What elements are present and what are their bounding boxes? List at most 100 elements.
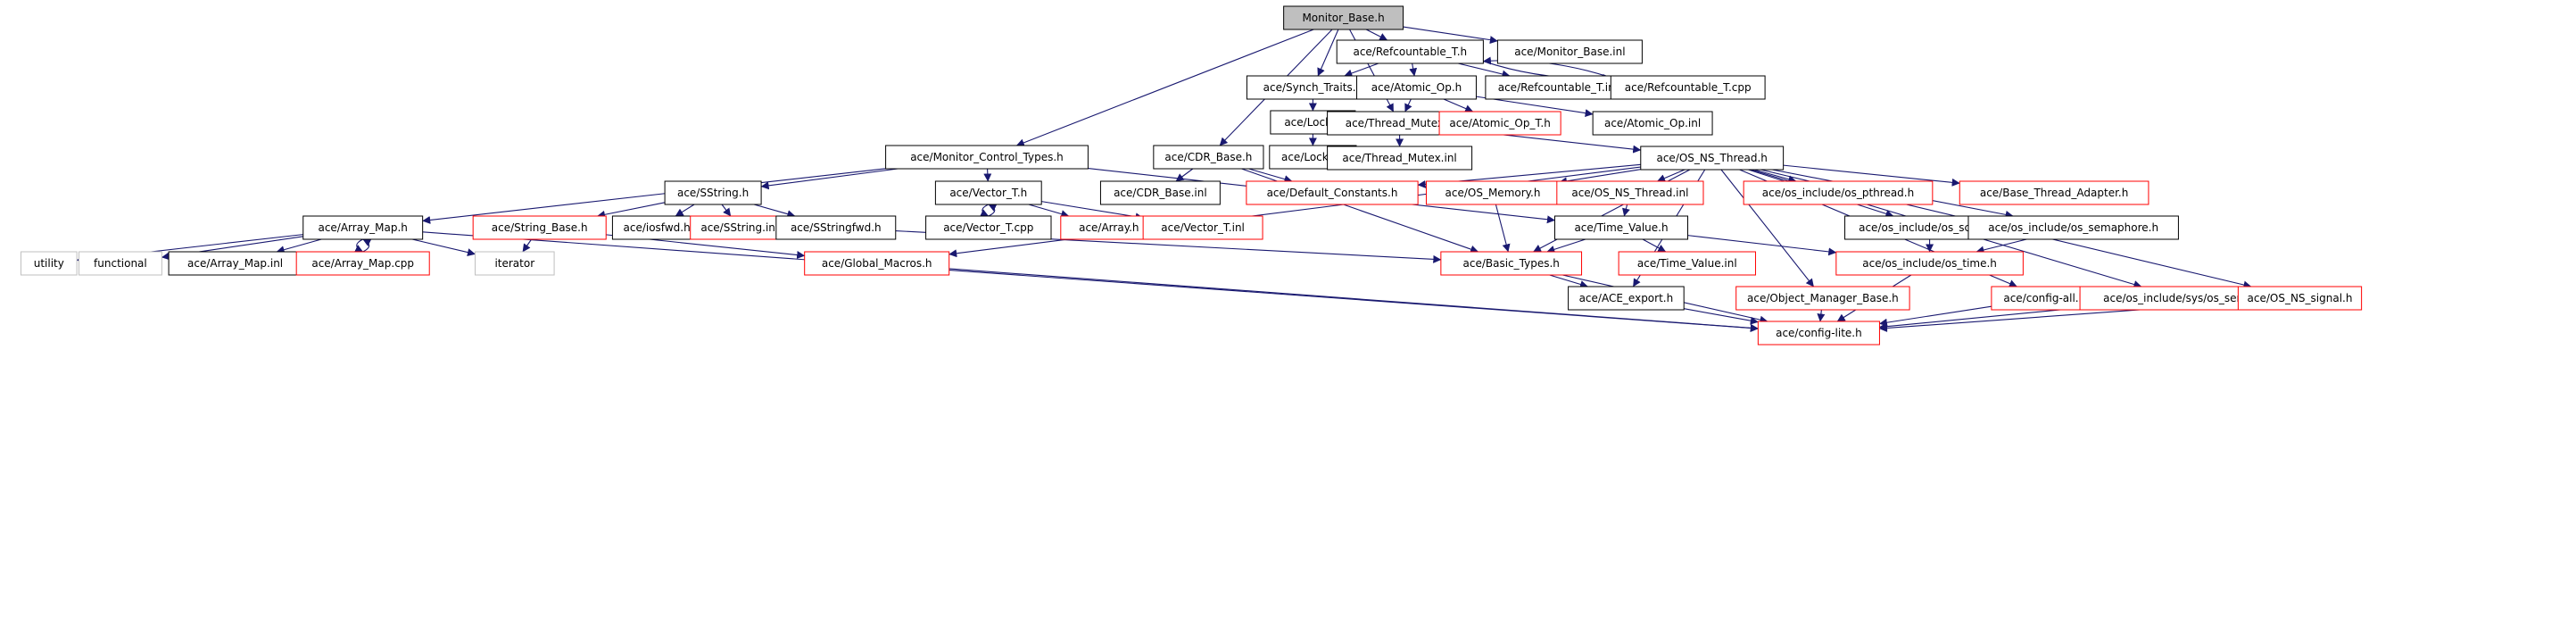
edge-basic_types-to-ace_export xyxy=(1549,274,1588,288)
node-os_ns_signal[interactable]: ace/OS_NS_signal.h xyxy=(2237,286,2363,311)
node-box xyxy=(611,215,702,240)
node-obj_mgr[interactable]: ace/Object_Manager_Base.h xyxy=(1735,286,1910,311)
edge-atomic_h-to-atomic_T xyxy=(1443,98,1474,112)
edge-global_macros-to-config_lite xyxy=(948,268,1759,332)
node-label: ace/OS_NS_Thread.h xyxy=(1656,152,1767,164)
node-box xyxy=(1959,180,2149,205)
node-default_const[interactable]: ace/Default_Constants.h xyxy=(1246,180,1419,205)
node-iterator: iterator xyxy=(475,251,555,276)
node-label: ace/os_include/sys/os_sem.h xyxy=(2103,292,2257,304)
node-cdr_inl[interactable]: ace/CDR_Base.inl xyxy=(1099,180,1221,205)
node-box xyxy=(1618,251,1756,276)
node-base_thread[interactable]: ace/Base_Thread_Adapter.h xyxy=(1959,180,2149,205)
edge-time_value-to-time_value_inl xyxy=(1642,238,1667,253)
node-vector_inl[interactable]: ace/Vector_T.inl xyxy=(1142,215,1263,240)
node-label: functional xyxy=(94,257,147,270)
node-label: ace/Thread_Mutex.h xyxy=(1346,117,1454,129)
node-os_semaphore[interactable]: ace/os_include/os_semaphore.h xyxy=(1967,215,2179,240)
node-label: ace/Array_Map.inl xyxy=(187,257,283,270)
node-string_base[interactable]: ace/String_Base.h xyxy=(472,215,607,240)
edge-ace_export-to-config_lite xyxy=(1684,308,1759,325)
edge-vector_cpp-to-vector_h xyxy=(988,204,998,217)
node-box xyxy=(1556,180,1704,205)
node-time_value[interactable]: ace/Time_Value.h xyxy=(1553,215,1689,240)
node-box xyxy=(925,215,1052,240)
node-array_map_h[interactable]: ace/Array_Map.h xyxy=(302,215,424,240)
node-sstring_inl[interactable]: ace/SString.inl xyxy=(690,215,790,240)
node-box xyxy=(1327,146,1473,171)
node-ace_export[interactable]: ace/ACE_export.h xyxy=(1568,286,1685,311)
node-label: ace/ACE_export.h xyxy=(1579,292,1674,304)
node-refT_cpp[interactable]: ace/Refcountable_T.cpp xyxy=(1610,75,1766,100)
node-global_macros[interactable]: ace/Global_Macros.h xyxy=(804,251,950,276)
node-thread_mutex_inl[interactable]: ace/Thread_Mutex.inl xyxy=(1327,146,1473,171)
node-label: ace/OS_Memory.h xyxy=(1445,187,1541,199)
node-box xyxy=(1553,215,1689,240)
node-box xyxy=(1356,75,1477,100)
node-os_time[interactable]: ace/os_include/os_time.h xyxy=(1835,251,2024,276)
node-vector_h[interactable]: ace/Vector_T.h xyxy=(934,180,1042,205)
node-array_map_inl[interactable]: ace/Array_Map.inl xyxy=(168,251,302,276)
node-label: ace/Base_Thread_Adapter.h xyxy=(1980,187,2128,199)
node-label: ace/Refcountable_T.inl xyxy=(1498,81,1618,94)
node-box xyxy=(295,251,430,276)
node-label: ace/os_include/os_semaphore.h xyxy=(1988,221,2158,234)
node-label: ace/Synch_Traits.h xyxy=(1263,81,1363,94)
node-label: ace/Monitor_Base.inl xyxy=(1514,46,1625,58)
node-label: ace/CDR_Base.h xyxy=(1164,151,1252,163)
node-box xyxy=(475,251,555,276)
node-box xyxy=(1640,146,1785,171)
node-cdr_h[interactable]: ace/CDR_Base.h xyxy=(1153,145,1264,170)
node-box xyxy=(302,215,424,240)
node-box xyxy=(1246,180,1419,205)
node-vector_cpp[interactable]: ace/Vector_T.cpp xyxy=(925,215,1052,240)
edge-layer xyxy=(76,26,2252,332)
node-box xyxy=(472,215,607,240)
node-label: utility xyxy=(34,257,64,270)
node-iosfwd[interactable]: ace/iosfwd.h xyxy=(611,215,702,240)
node-sstringfwd[interactable]: ace/SStringfwd.h xyxy=(775,215,897,240)
node-mct_h[interactable]: ace/Monitor_Control_Types.h xyxy=(885,145,1089,170)
node-array_h[interactable]: ace/Array.h xyxy=(1060,215,1158,240)
node-config_lite[interactable]: ace/config-lite.h xyxy=(1757,321,1880,346)
node-label: ace/iosfwd.h xyxy=(624,221,691,234)
node-functional: functional xyxy=(78,251,162,276)
node-box xyxy=(1440,251,1583,276)
node-atomic_T[interactable]: ace/Atomic_Op_T.h xyxy=(1438,111,1561,136)
node-label: ace/Default_Constants.h xyxy=(1267,187,1398,199)
edge-array_map_h-to-array_map_cpp xyxy=(354,238,364,253)
node-time_value_inl[interactable]: ace/Time_Value.inl xyxy=(1618,251,1756,276)
node-array_map_cpp[interactable]: ace/Array_Map.cpp xyxy=(295,251,430,276)
node-pthread[interactable]: ace/os_include/os_pthread.h xyxy=(1743,180,1934,205)
node-mon_inl[interactable]: ace/Monitor_Base.inl xyxy=(1496,39,1643,64)
node-label: ace/Object_Manager_Base.h xyxy=(1747,292,1899,304)
node-os_ns_thread_h[interactable]: ace/OS_NS_Thread.h xyxy=(1640,146,1785,171)
node-box xyxy=(1757,321,1880,346)
node-sstring_h[interactable]: ace/SString.h xyxy=(664,180,762,205)
edge-os_sem-to-config_lite xyxy=(1878,307,2081,331)
edge-mct_h-to-array_map_h xyxy=(422,168,886,224)
node-label: ace/config-lite.h xyxy=(1776,327,1862,339)
node-os_memory[interactable]: ace/OS_Memory.h xyxy=(1425,180,1561,205)
node-box xyxy=(1336,39,1484,64)
node-box xyxy=(804,251,950,276)
edge-root-to-mon_inl xyxy=(1403,26,1498,45)
edge-os_ns_thread_h-to-os_memory xyxy=(1559,169,1641,186)
edge-vector_h-to-array_h xyxy=(1028,204,1070,218)
node-label: ace/Atomic_Op.inl xyxy=(1604,117,1701,129)
edge-refT_h-to-refT_inl xyxy=(1457,62,1511,79)
node-atomic_h[interactable]: ace/Atomic_Op.h xyxy=(1356,75,1477,100)
node-refT_inl[interactable]: ace/Refcountable_T.inl xyxy=(1485,75,1631,100)
node-basic_types[interactable]: ace/Basic_Types.h xyxy=(1440,251,1583,276)
node-atomic_inl[interactable]: ace/Atomic_Op.inl xyxy=(1592,111,1713,136)
node-refT_h[interactable]: ace/Refcountable_T.h xyxy=(1336,39,1484,64)
edge-os_memory-to-basic_types xyxy=(1495,204,1511,253)
edge-os_ns_thread_h-to-pthread xyxy=(1753,169,1797,184)
node-utility: utility xyxy=(20,251,78,276)
node-label: ace/Vector_T.h xyxy=(949,187,1027,199)
node-os_ns_thread_inl[interactable]: ace/OS_NS_Thread.inl xyxy=(1556,180,1704,205)
node-box xyxy=(1142,215,1263,240)
edge-time_value-to-os_time xyxy=(1687,235,1837,256)
node-label: ace/CDR_Base.inl xyxy=(1114,187,1207,199)
node-box xyxy=(775,215,897,240)
